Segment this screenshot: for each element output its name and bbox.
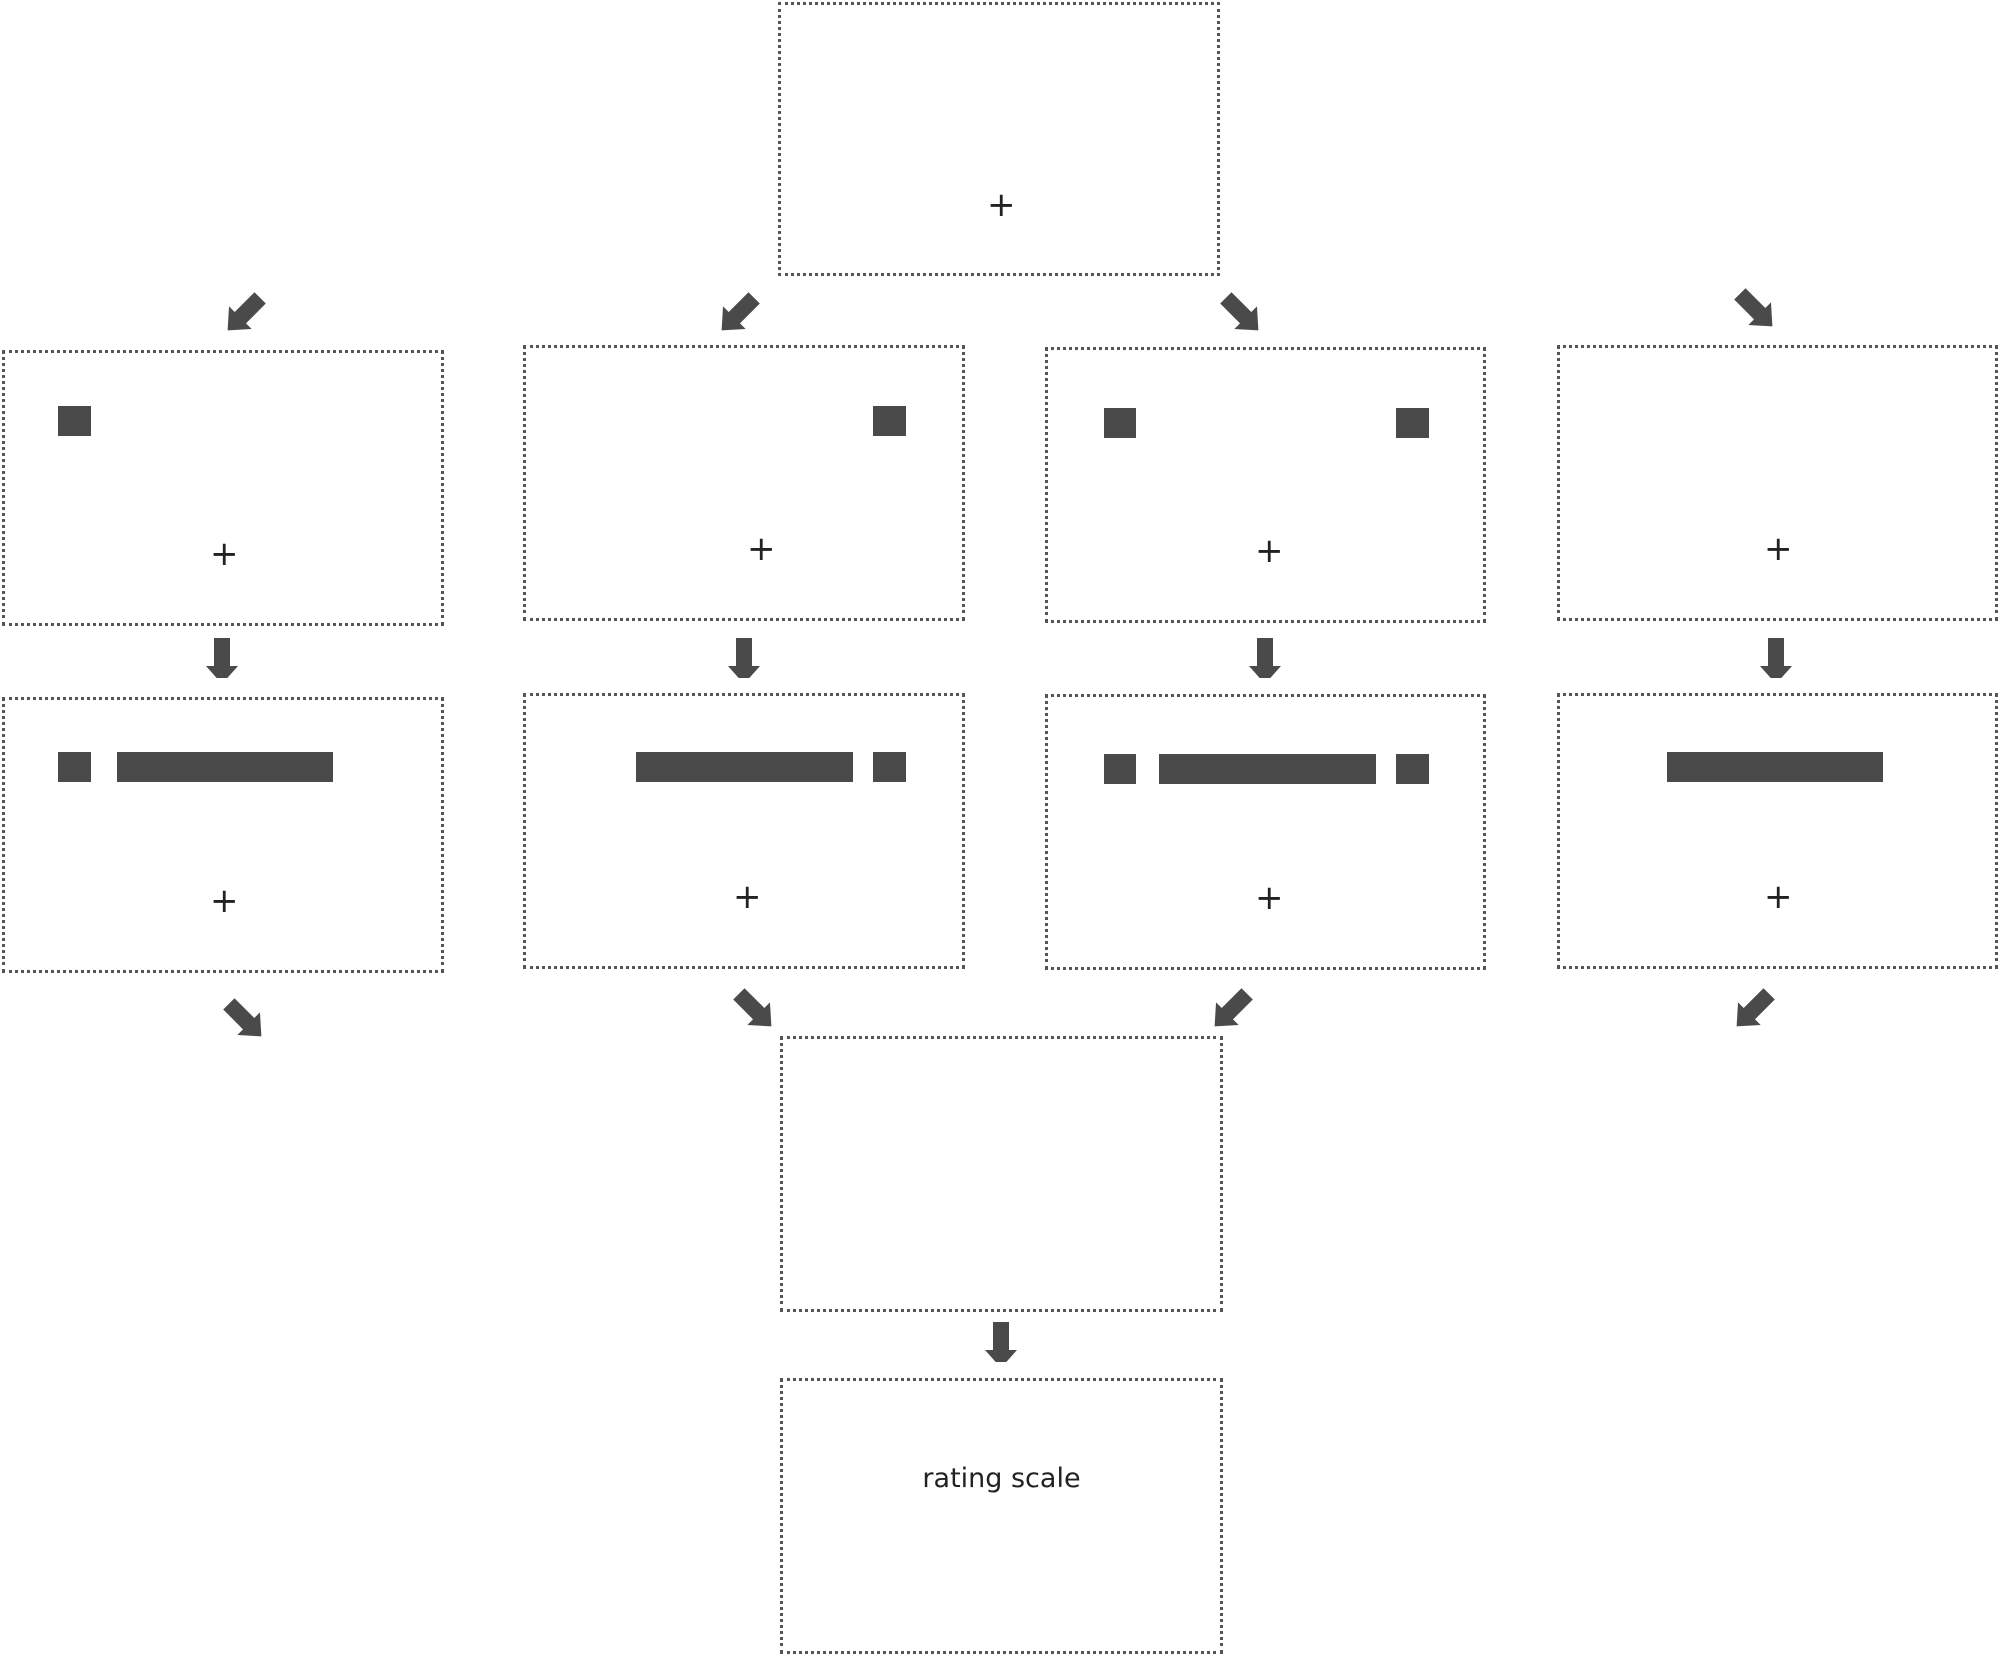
- cue-block-right: [873, 752, 906, 782]
- fixation-cross: +: [747, 529, 776, 569]
- blank-screen: [780, 1036, 1223, 1312]
- arrow-down-right-icon: [1734, 288, 1773, 327]
- cue-block-right: [1396, 408, 1429, 438]
- target-bar: [1667, 752, 1883, 782]
- arrow-down-icon: [728, 638, 760, 678]
- target-screen-right: +: [523, 693, 965, 969]
- cue-block-right: [1396, 754, 1429, 784]
- fixation-cross: +: [1764, 877, 1793, 917]
- cue-screen-none: +: [1557, 345, 1998, 621]
- arrow-down-icon: [1760, 638, 1792, 678]
- fixation-cross: +: [987, 185, 1016, 225]
- cue-screen-right: +: [523, 345, 965, 621]
- cue-screen-both: +: [1045, 347, 1486, 623]
- fixation-cross: +: [733, 877, 762, 917]
- arrow-down-icon: [1249, 638, 1281, 678]
- cue-block-left: [58, 752, 91, 782]
- cue-block-left: [1104, 408, 1136, 438]
- arrow-down-icon: [206, 638, 238, 678]
- fixation-cross: +: [1255, 531, 1284, 571]
- cue-screen-left: +: [2, 350, 444, 626]
- target-bar: [636, 752, 853, 782]
- cue-block-left: [58, 406, 91, 436]
- arrow-down-left-icon: [227, 292, 266, 331]
- arrow-down-left-icon: [1214, 988, 1253, 1027]
- arrow-down-right-icon: [223, 998, 262, 1037]
- cue-block-right: [873, 406, 906, 436]
- fixation-cross: +: [210, 534, 239, 574]
- fixation-cross: +: [1764, 529, 1793, 569]
- arrow-down-left-icon: [721, 292, 760, 331]
- rating-scale-label: rating scale: [922, 1463, 1081, 1494]
- fixation-cross: +: [1255, 878, 1284, 918]
- target-screen-both: +: [1045, 694, 1486, 970]
- arrow-down-left-icon: [1736, 988, 1775, 1027]
- rating-screen: rating scale: [780, 1378, 1223, 1654]
- arrow-down-right-icon: [1220, 292, 1259, 331]
- fixation-screen: +: [778, 2, 1220, 276]
- arrow-down-right-icon: [733, 988, 772, 1027]
- cue-block-left: [1104, 754, 1136, 784]
- target-screen-none: +: [1557, 693, 1998, 969]
- target-screen-left: +: [2, 697, 444, 973]
- target-bar: [1159, 754, 1376, 784]
- target-bar: [117, 752, 333, 782]
- fixation-cross: +: [210, 881, 239, 921]
- arrow-down-icon: [985, 1322, 1017, 1362]
